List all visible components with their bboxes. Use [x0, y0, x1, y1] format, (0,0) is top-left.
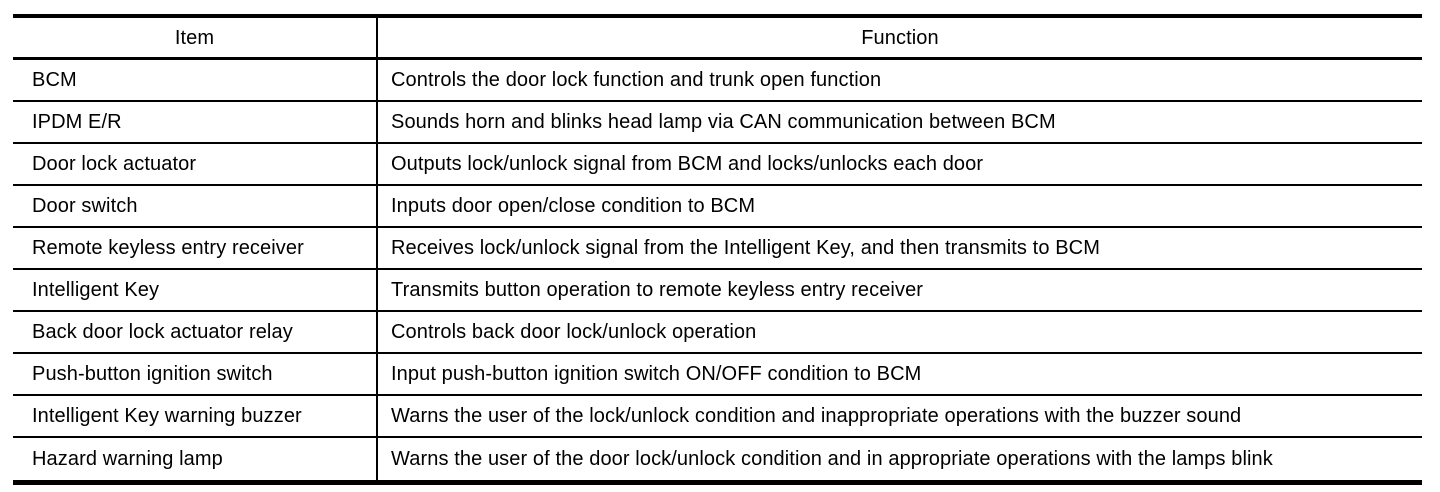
item-function-table: Item Function BCM Controls the door lock…: [13, 14, 1422, 485]
function-cell: Controls back door lock/unlock operation: [376, 312, 1422, 352]
table-row: Push-button ignition switch Input push-b…: [13, 354, 1422, 396]
table-row: Back door lock actuator relay Controls b…: [13, 312, 1422, 354]
function-cell: Controls the door lock function and trun…: [376, 60, 1422, 100]
table-row: Hazard warning lamp Warns the user of th…: [13, 438, 1422, 480]
table-row: IPDM E/R Sounds horn and blinks head lam…: [13, 102, 1422, 144]
table-header-row: Item Function: [13, 18, 1422, 60]
item-cell: Door switch: [32, 195, 138, 217]
item-cell: IPDM E/R: [32, 111, 122, 133]
table-row: Remote keyless entry receiver Receives l…: [13, 228, 1422, 270]
column-header-function: Function: [376, 18, 1422, 57]
item-cell: BCM: [32, 69, 77, 91]
item-cell: Remote keyless entry receiver: [32, 237, 304, 259]
function-cell: Warns the user of the lock/unlock condit…: [376, 396, 1422, 436]
function-cell: Sounds horn and blinks head lamp via CAN…: [376, 102, 1422, 142]
table-row: Door switch Inputs door open/close condi…: [13, 186, 1422, 228]
item-cell: Back door lock actuator relay: [32, 321, 293, 343]
function-cell: Outputs lock/unlock signal from BCM and …: [376, 144, 1422, 184]
function-cell: Receives lock/unlock signal from the Int…: [376, 228, 1422, 268]
function-cell: Transmits button operation to remote key…: [376, 270, 1422, 310]
table-row: Intelligent Key warning buzzer Warns the…: [13, 396, 1422, 438]
item-cell: Push-button ignition switch: [32, 363, 273, 385]
function-cell: Warns the user of the door lock/unlock c…: [376, 438, 1422, 480]
table-row: Door lock actuator Outputs lock/unlock s…: [13, 144, 1422, 186]
function-cell: Inputs door open/close condition to BCM: [376, 186, 1422, 226]
function-cell: Input push-button ignition switch ON/OFF…: [376, 354, 1422, 394]
column-header-item: Item: [174, 26, 215, 49]
table-row: Intelligent Key Transmits button operati…: [13, 270, 1422, 312]
item-cell: Intelligent Key: [32, 279, 160, 301]
item-cell: Hazard warning lamp: [32, 448, 223, 470]
item-cell: Intelligent Key warning buzzer: [32, 405, 302, 427]
table-row: BCM Controls the door lock function and …: [13, 60, 1422, 102]
item-cell: Door lock actuator: [32, 153, 197, 175]
